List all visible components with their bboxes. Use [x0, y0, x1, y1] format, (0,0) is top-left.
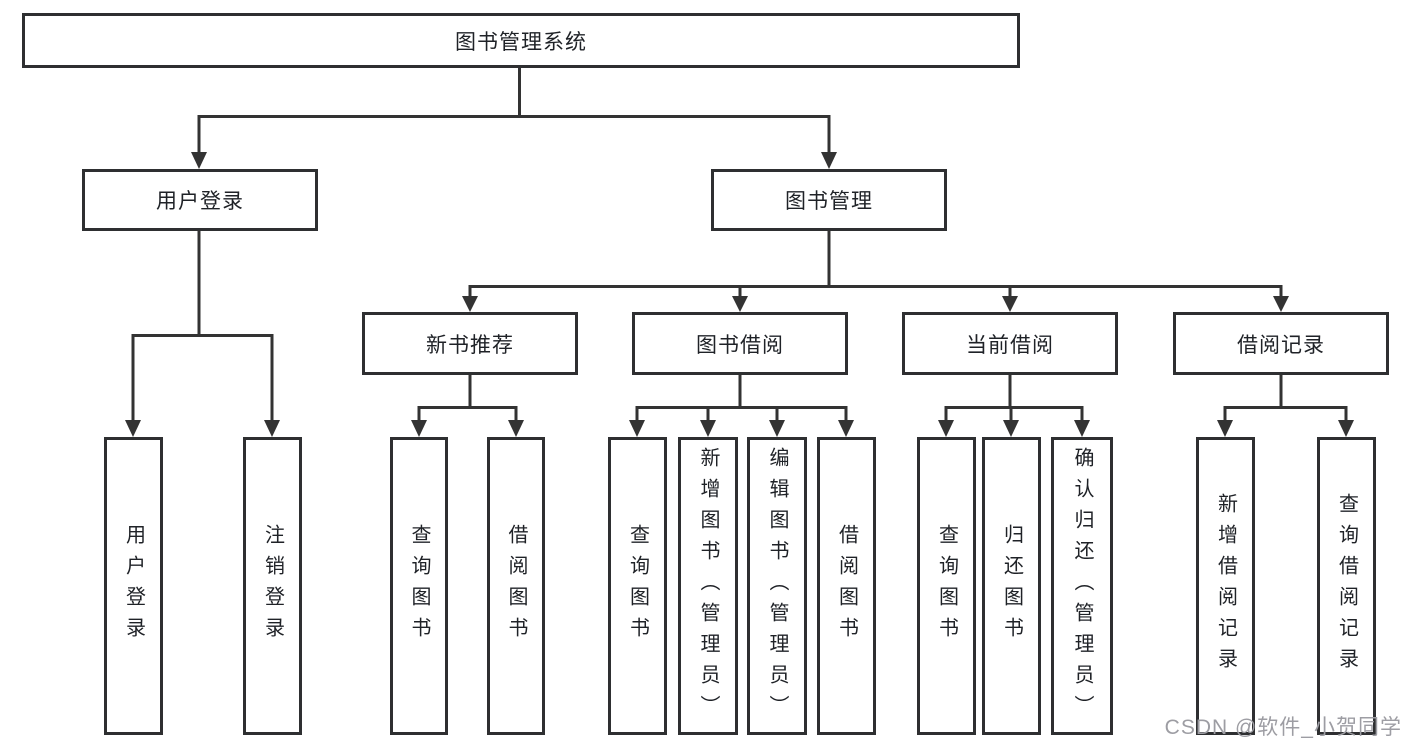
leaf-borrow-borrow-books: 借阅图书: [817, 437, 876, 735]
leaf-current-return-books: 归还图书: [982, 437, 1041, 735]
leaf-newbook-query-books: 查询图书: [390, 437, 448, 735]
watermark: CSDN @软件_小贺同学: [1164, 716, 1402, 739]
leaf-user-login: 用户登录: [104, 437, 163, 735]
leaf-newbook-borrow-books: 借阅图书: [487, 437, 545, 735]
leaf-records-query-record: 查询借阅记录: [1317, 437, 1376, 735]
leaf-logout: 注销登录: [243, 437, 302, 735]
node-new-book-recommend: 新书推荐: [362, 312, 578, 375]
node-book-management: 图书管理: [711, 169, 947, 231]
node-current-borrow: 当前借阅: [902, 312, 1118, 375]
node-user-login: 用户登录: [82, 169, 318, 231]
leaf-records-add-record: 新增借阅记录: [1196, 437, 1255, 735]
leaf-borrow-add-books-admin: 新增图书（管理员）: [678, 437, 738, 735]
leaf-borrow-query-books: 查询图书: [608, 437, 667, 735]
leaf-current-confirm-return-admin: 确认归还（管理员）: [1051, 437, 1113, 735]
node-borrow-records: 借阅记录: [1173, 312, 1389, 375]
leaf-current-query-books: 查询图书: [917, 437, 976, 735]
leaf-borrow-edit-books-admin: 编辑图书（管理员）: [747, 437, 807, 735]
node-book-borrow: 图书借阅: [632, 312, 848, 375]
node-root: 图书管理系统: [22, 13, 1020, 68]
